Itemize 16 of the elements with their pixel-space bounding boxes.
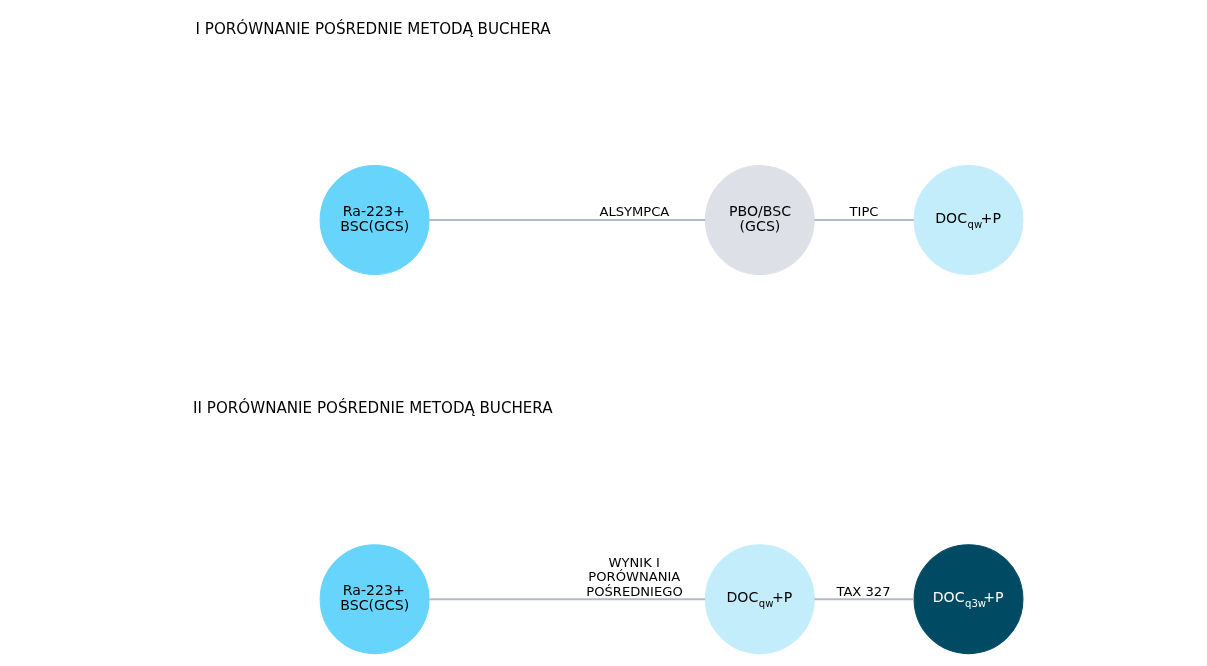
edge-label: WYNIK I PORÓWNANIA POŚREDNIEGO [585, 555, 683, 599]
node-circle: DOC$_{qw}$+P [704, 544, 815, 655]
label: I PORÓWNANIE POŚREDNIE METODĄ BUCHERA [195, 20, 551, 39]
connector [428, 219, 705, 222]
node-circle: DOC$_{q3w}$+P [913, 544, 1023, 655]
edge-label: ALSYMPCA [598, 204, 669, 220]
connector [813, 598, 914, 601]
label: II PORÓWNANIE POŚREDNIE METODĄ BUCHERA [192, 399, 553, 418]
node-circle: PBO/BSC (GCS) [704, 165, 815, 276]
node-circle: Ra-223+ BSC(GCS) [319, 544, 430, 655]
edge-label: TIPC [849, 204, 878, 220]
edge-label: TAX 327 [835, 583, 890, 599]
node-circle: DOC$_{qw}$+P [913, 165, 1023, 276]
connector [428, 598, 705, 601]
node-circle: Ra-223+ BSC(GCS) [319, 165, 430, 276]
connector [813, 219, 914, 222]
